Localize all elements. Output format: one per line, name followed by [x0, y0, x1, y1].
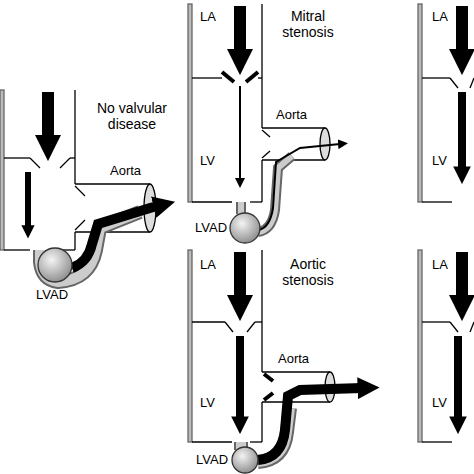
- flow-arrow: [234, 252, 246, 300]
- right-bottom-panel: [418, 250, 474, 442]
- heart-outline: [422, 201, 452, 202]
- flow-arrow: [454, 336, 462, 420]
- heart-outline: [450, 78, 458, 88]
- lvad-pump: [232, 447, 258, 473]
- heart-outline: [192, 77, 222, 78]
- panel-title: Aortic stenosis: [268, 256, 348, 288]
- part-label: Aorta: [110, 164, 141, 179]
- heart-outline: [262, 401, 330, 402]
- part-label: LV: [432, 396, 447, 411]
- part-label: LVAD: [195, 221, 227, 236]
- heart-outline: [192, 321, 225, 322]
- heart-outline: [75, 220, 85, 230]
- heart-wall: [418, 4, 422, 202]
- heart-outline: [261, 250, 262, 372]
- heart-outline: [422, 321, 450, 322]
- panel-title: Mitral stenosis: [268, 8, 348, 40]
- heart-outline: [4, 157, 30, 158]
- part-label: LV: [200, 154, 215, 169]
- flow-arrow: [25, 172, 31, 228]
- heart-outline: [422, 77, 450, 78]
- heart-outline: [261, 402, 262, 442]
- heart-outline: [262, 151, 270, 158]
- part-label: LV: [432, 154, 447, 169]
- part-label: LA: [432, 258, 448, 273]
- part-label: LV: [200, 396, 215, 411]
- heart-wall: [0, 90, 4, 250]
- heart-outline: [264, 393, 273, 400]
- part-label: LA: [200, 258, 216, 273]
- aorta-opening: [320, 128, 330, 160]
- part-label: Aorta: [278, 352, 309, 367]
- right-top-panel: [418, 4, 474, 202]
- part-label: LVAD: [196, 453, 228, 468]
- heart-outline: [262, 371, 330, 372]
- heart-outline: [262, 127, 325, 128]
- aortic-stenosis-panel: [188, 250, 362, 473]
- flow-arrow: [72, 206, 158, 268]
- flow-arrow: [258, 388, 362, 460]
- heart-outline: [250, 441, 262, 442]
- heart-outline: [75, 183, 150, 184]
- heart-outline: [74, 232, 75, 250]
- flow-arrow: [236, 336, 244, 420]
- heart-outline: [450, 322, 458, 332]
- heart-outline: [470, 322, 474, 332]
- part-label: Aorta: [276, 108, 307, 123]
- heart-outline: [422, 441, 452, 442]
- flow-arrow: [42, 92, 54, 140]
- part-label: LVAD: [36, 288, 68, 303]
- heart-wall: [188, 250, 192, 442]
- heart-outline: [192, 201, 232, 202]
- flow-arrow: [458, 92, 466, 170]
- flow-arrow: [258, 144, 340, 230]
- heart-outline: [255, 321, 262, 322]
- heart-wall: [188, 4, 192, 202]
- heart-outline: [225, 322, 233, 332]
- lvad-pump: [38, 248, 72, 282]
- heart-outline: [75, 231, 150, 232]
- heart-outline: [70, 157, 75, 158]
- heart-outline: [74, 90, 75, 184]
- heart-outline: [261, 4, 262, 128]
- flow-arrow: [239, 86, 241, 180]
- heart-wall: [418, 250, 422, 442]
- heart-outline: [192, 441, 232, 442]
- lvad-pump: [230, 213, 260, 243]
- heart-outline: [261, 160, 262, 202]
- panel-title: No valvular disease: [92, 100, 172, 132]
- heart-outline: [60, 158, 70, 168]
- heart-outline: [246, 72, 258, 82]
- heart-outline: [30, 158, 40, 168]
- heart-outline: [222, 72, 234, 82]
- heart-outline: [4, 249, 30, 250]
- flow-arrow: [234, 6, 246, 54]
- heart-outline: [264, 374, 273, 381]
- heart-outline: [75, 186, 85, 196]
- heart-outline: [250, 201, 262, 202]
- flow-arrow: [456, 6, 468, 54]
- part-label: LA: [432, 10, 448, 25]
- heart-outline: [470, 78, 474, 88]
- flow-arrow: [456, 252, 468, 300]
- heart-outline: [262, 130, 270, 137]
- heart-outline: [247, 322, 255, 332]
- part-label: LA: [200, 10, 216, 25]
